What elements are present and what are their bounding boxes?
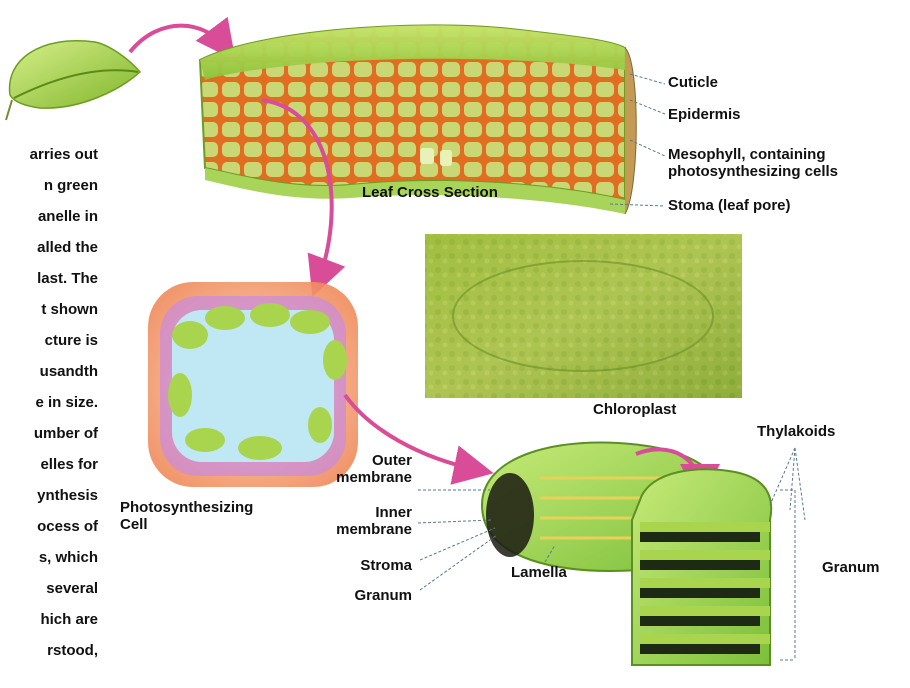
label-outer-membrane-2: membrane: [320, 469, 412, 486]
side-text-line: t shown: [41, 301, 98, 318]
arrow-leaf-to-section: [130, 26, 226, 52]
side-text-line: elles for: [40, 456, 98, 473]
label-lamella: Lamella: [511, 564, 567, 581]
photosynthesizing-cell: [148, 282, 358, 487]
side-text-line: e in size.: [35, 394, 98, 411]
label-inner-membrane-1: Inner: [350, 504, 412, 521]
side-text-line: arries out: [30, 146, 98, 163]
leaf-illustration: [6, 41, 140, 120]
granum-3d: [632, 469, 771, 665]
label-cuticle: Cuticle: [668, 74, 718, 91]
label-inner-membrane-2: membrane: [310, 521, 412, 538]
side-text-line: rstood,: [47, 642, 98, 659]
side-text-block: arries out n green anelle in alled the last.…: [0, 146, 100, 686]
side-text-line: last. The: [37, 270, 98, 287]
label-mesophyll-1: Mesophyll, containing: [668, 146, 826, 163]
label-thylakoids: Thylakoids: [757, 423, 835, 440]
side-text-line: s, which: [39, 549, 98, 566]
label-leaf-cross-section: Leaf Cross Section: [362, 184, 498, 201]
label-granum-right: Granum: [822, 559, 880, 576]
label-chloroplast: Chloroplast: [593, 401, 676, 418]
chloroplast-micrograph: [425, 234, 742, 398]
side-text-line: ocess of: [37, 518, 98, 535]
side-text-line: n green: [44, 177, 98, 194]
label-granum-left: Granum: [330, 587, 412, 604]
label-stoma: Stoma (leaf pore): [668, 197, 791, 214]
side-text-line: anelle in: [38, 208, 98, 225]
side-text-line: cture is: [45, 332, 98, 349]
side-text-line: usandth: [40, 363, 98, 380]
side-text-line: ynthesis: [37, 487, 98, 504]
label-outer-membrane-1: Outer: [350, 452, 412, 469]
side-text-line: umber of: [34, 425, 98, 442]
side-text-line: hich are: [40, 611, 98, 628]
label-cell-1: Photosynthesizing: [120, 499, 253, 516]
label-cell-2: Cell: [120, 516, 148, 533]
side-text-line: alled the: [37, 239, 98, 256]
side-text-line: several: [46, 580, 98, 597]
label-epidermis: Epidermis: [668, 106, 741, 123]
label-stroma: Stroma: [330, 557, 412, 574]
label-mesophyll-2: photosynthesizing cells: [668, 163, 838, 180]
